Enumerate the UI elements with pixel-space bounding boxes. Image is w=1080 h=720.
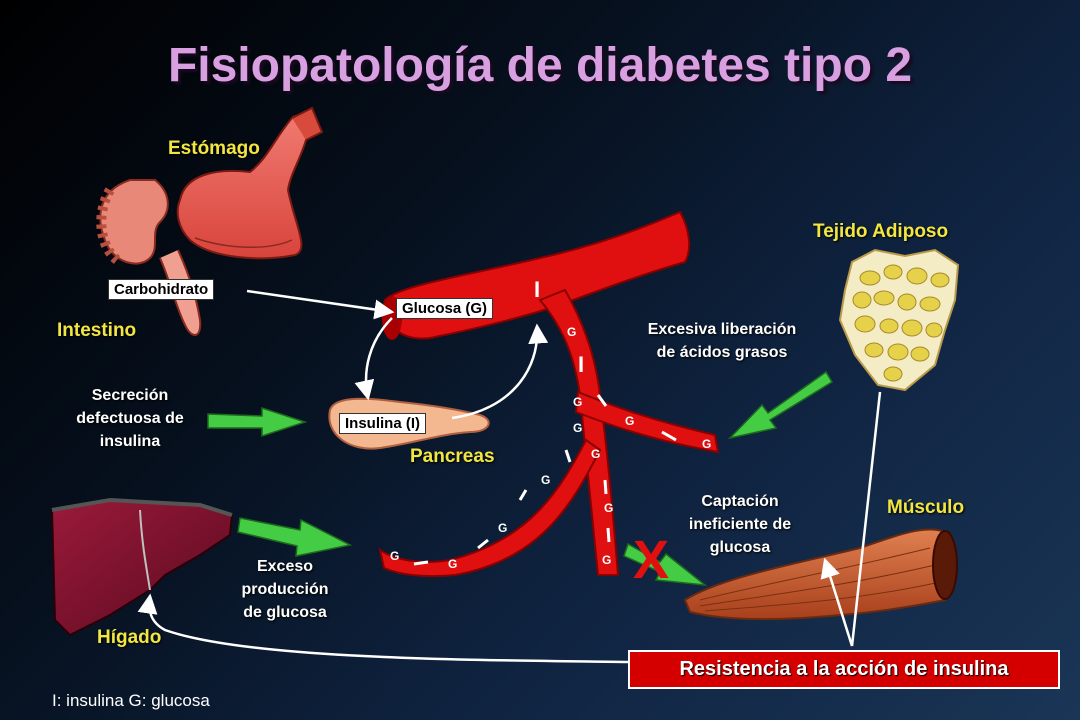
glucose-mark: G — [541, 473, 550, 487]
glucose-mark: G — [498, 521, 507, 535]
label-intestine: Intestino — [57, 320, 137, 341]
blood-vessel-illustration — [378, 210, 720, 578]
label-adipose-tissue: Tejido Adiposo — [813, 221, 949, 242]
blocked-cross-icon: X — [633, 530, 669, 590]
label-pancreas: Pancreas — [410, 446, 495, 467]
insulin-mark: I — [578, 352, 584, 377]
page-title: Fisiopatología de diabetes tipo 2 — [167, 39, 913, 92]
label-muscle: Músculo — [887, 497, 965, 518]
glucose-mark: G — [602, 553, 611, 567]
green-arrows — [207, 370, 834, 587]
glucose-mark: G — [604, 501, 613, 515]
insulin-box: Insulina (I) — [339, 413, 426, 434]
glucose-mark: G — [702, 437, 711, 451]
note-glucose-production: Exceso producción de glucosa — [241, 558, 329, 622]
vessel-markers: I I G G G G G G G G G G G G — [390, 277, 711, 571]
glucose-mark: G — [591, 447, 600, 461]
glucose-mark: G — [390, 549, 399, 563]
glucose-mark: G — [448, 557, 457, 571]
note-glucose-uptake: Captación ineficiente de glucosa — [688, 493, 792, 557]
carbohydrate-box: Carbohidrato — [108, 279, 215, 300]
adipose-tissue-illustration — [838, 248, 960, 392]
insulin-resistance-banner: Resistencia a la acción de insulina — [628, 650, 1060, 689]
glucose-mark: G — [567, 325, 576, 339]
connector-arrows — [137, 289, 882, 664]
note-insulin-secretion: Secreción defectuosa de insulina — [76, 387, 184, 451]
legend: I: insulina G: glucosa — [52, 691, 210, 710]
glucose-mark: G — [573, 395, 582, 409]
label-stomach: Estómago — [168, 138, 260, 159]
arrow-glucose-uptake — [623, 542, 708, 587]
glucose-mark: G — [573, 421, 582, 435]
glucose-mark: G — [625, 414, 634, 428]
arrow-fatty-acids — [727, 370, 834, 440]
arrow-secretion — [207, 406, 308, 438]
muscle-illustration — [683, 528, 958, 621]
liver-illustration — [50, 497, 234, 637]
glucose-box: Glucosa (G) — [396, 298, 494, 319]
arrow-liver-production — [237, 517, 353, 557]
note-fatty-acids: Excesiva liberación de ácidos grasos — [647, 321, 797, 362]
label-liver: Hígado — [97, 627, 162, 648]
insulin-mark: I — [534, 277, 540, 302]
